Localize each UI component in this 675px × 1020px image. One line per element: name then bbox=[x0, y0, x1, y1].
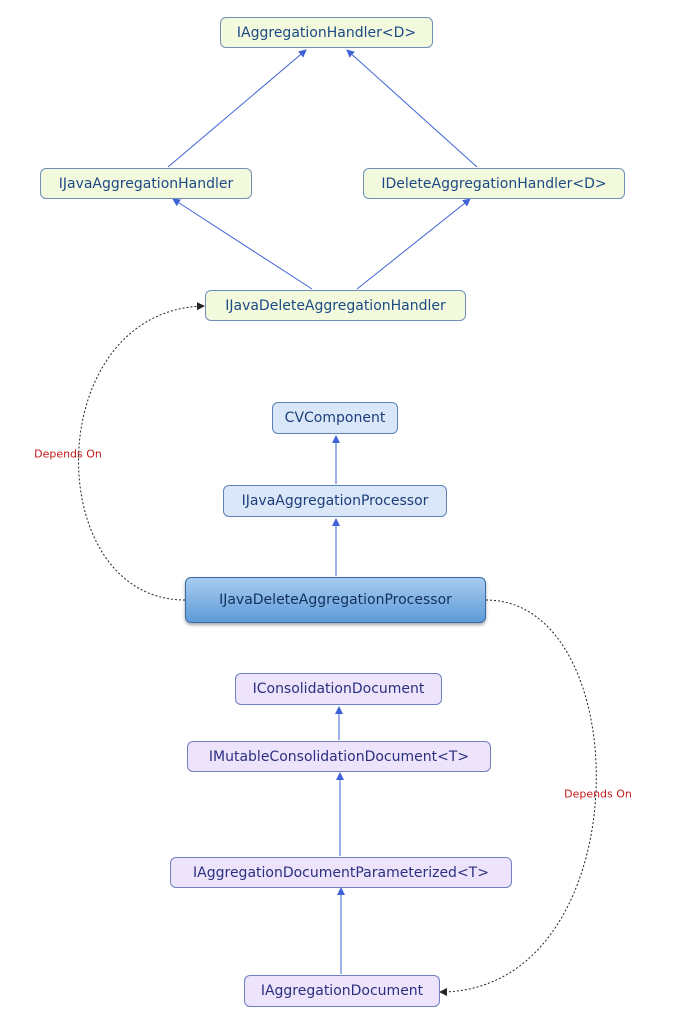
node-java-delete-aggregation-processor: IJavaDeleteAggregationProcessor bbox=[185, 577, 486, 623]
node-aggregation-document: IAggregationDocument bbox=[244, 975, 440, 1007]
edge-java-delete-handler-to-delete-handler bbox=[356, 198, 471, 290]
dependency-edge-right bbox=[439, 599, 597, 996]
edge-java-handler-to-aggregation-handler bbox=[167, 49, 307, 168]
node-cv-component: CVComponent bbox=[272, 402, 398, 434]
edge-delete-handler-to-aggregation-handler bbox=[346, 49, 478, 168]
dependency-edge-left bbox=[78, 302, 205, 601]
node-java-delete-aggregation-handler: IJavaDeleteAggregationHandler bbox=[205, 290, 466, 321]
node-delete-aggregation-handler: IDeleteAggregationHandler<D> bbox=[363, 168, 625, 199]
node-aggregation-document-parameterized: IAggregationDocumentParameterized<T> bbox=[170, 857, 512, 888]
depends-on-label-right: Depends On bbox=[564, 787, 632, 801]
node-consolidation-document: IConsolidationDocument bbox=[235, 673, 442, 705]
node-mutable-consolidation-document: IMutableConsolidationDocument<T> bbox=[187, 741, 491, 772]
node-aggregation-handler: IAggregationHandler<D> bbox=[220, 17, 433, 48]
node-java-aggregation-processor: IJavaAggregationProcessor bbox=[223, 485, 447, 517]
depends-on-label-left: Depends On bbox=[34, 447, 102, 461]
edge-java-delete-handler-to-java-handler bbox=[172, 198, 313, 290]
node-java-aggregation-handler: IJavaAggregationHandler bbox=[40, 168, 252, 199]
